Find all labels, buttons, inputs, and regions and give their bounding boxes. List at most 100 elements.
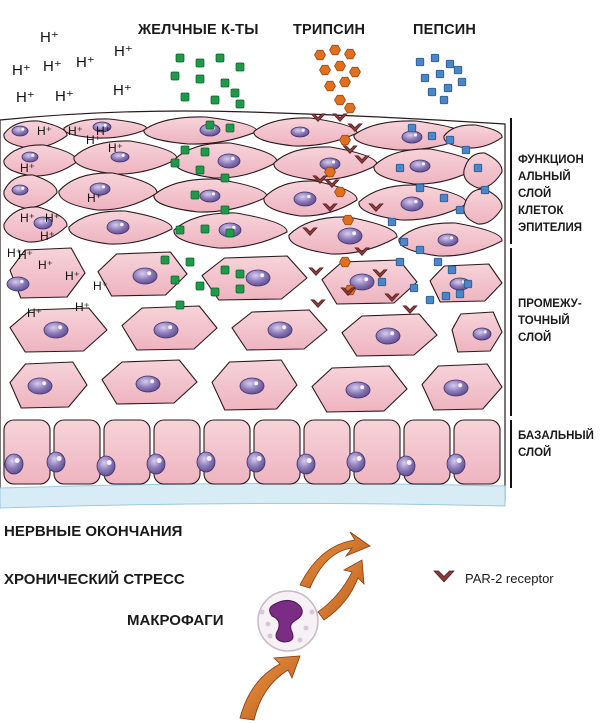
trypsin-molecule [329,44,341,56]
nucleus [400,196,424,212]
nucleus [337,227,363,245]
bile-acid [200,147,210,157]
nucleus [296,453,316,475]
pepsin-molecule [377,277,387,287]
par2-legend-icon [433,570,455,583]
hplus-ion: H⁺ [40,29,59,46]
bile-acid [200,224,210,234]
pepsin-label: ПЕПСИН [413,22,477,38]
macrophage-granule [259,609,265,615]
hplus-ion: H⁺ [45,211,60,225]
hplus-ion: H⁺ [43,58,62,75]
trypsin-molecule [344,48,356,60]
hplus-ion: H⁺ [86,133,101,147]
hplus-ion: H⁺ [12,62,31,79]
bile-acid [160,255,170,265]
nucleus [239,377,265,395]
trypsin-molecule [334,60,346,72]
macrophage [239,531,371,721]
bile-acid [215,53,225,63]
pepsin-molecule [427,87,437,97]
bile-acid [170,158,180,168]
basal-layer-label: БАЗАЛЬНЫЙ СЛОЙ [518,430,594,459]
trypsin-molecule [334,94,346,106]
lower-curved-arrow [239,655,301,721]
pepsin-molecule [399,237,409,247]
nucleus [132,267,158,285]
nucleus [409,159,431,173]
bile-acid [235,62,245,72]
nucleus [89,182,111,196]
par2-receptor [324,179,340,189]
bile-acid [180,145,190,155]
functional-cell [463,152,503,189]
pepsin-molecule [395,163,405,173]
pepsin-molecule [415,183,425,193]
bile-acid [225,228,235,238]
bile-acid [190,190,200,200]
basal-cell [153,419,201,485]
pepsin-molecule [415,57,425,67]
nucleus [196,451,216,473]
pepsin-molecule [455,289,465,299]
pepsin-molecule [425,295,435,305]
hplus-ion: H⁺ [65,269,80,283]
nucleus [96,455,116,477]
par2-receptor [302,227,318,237]
nucleus [11,125,29,137]
bile-acid [195,165,205,175]
bile-acid [220,173,230,183]
pepsin-molecule [435,69,445,79]
par2-receptor [402,305,418,315]
bile-acid [205,120,215,130]
nucleus [33,216,53,230]
bile-acid [235,99,245,109]
nucleus [21,151,39,163]
pepsin-molecule [439,95,449,105]
nucleus [349,273,375,291]
hplus-ion: H⁺ [37,124,52,138]
pepsin-molecule [407,123,417,133]
trypsin-molecule [344,102,356,114]
nucleus [199,189,221,203]
bile-acid [175,300,185,310]
pepsin-molecule [427,131,437,141]
pepsin-molecule [420,73,430,83]
bile-acid [185,257,195,267]
basal-cell [3,419,51,485]
par2-receptor [372,269,388,279]
pepsin-molecule [445,59,455,69]
trypsin-molecule [339,134,351,146]
par2-receptor [368,203,384,213]
nucleus [106,219,130,235]
macrophage-nucleus [269,600,303,643]
macrophage-granule [297,637,303,643]
par2-receptor [322,203,338,213]
functional-cell [443,124,503,149]
hplus-ion: H⁺ [20,161,35,175]
nucleus [4,453,24,475]
bile-acid [220,205,230,215]
par2-receptor [340,287,356,297]
bile-acid [195,58,205,68]
nucleus [217,153,241,169]
pepsin-molecule [443,83,453,93]
nucleus [11,184,29,196]
pepsin-molecule [387,217,397,227]
upper-curved-arrow [299,531,371,589]
epithelium-tissue [0,110,512,509]
nucleus [153,321,179,339]
hplus-ion: H⁺ [114,43,133,60]
pepsin-molecule [430,53,440,63]
pepsin-molecule [441,291,451,301]
bile-acid [175,53,185,63]
pepsin-molecule [455,205,465,215]
hplus-ion: H⁺ [40,229,55,243]
basal-cell [353,419,401,485]
hplus-ion: H⁺ [20,211,35,225]
macrophage-granule [303,625,309,631]
bile-acid [210,95,220,105]
basal-cell [53,419,101,485]
hplus-ion: H⁺ [68,124,83,138]
